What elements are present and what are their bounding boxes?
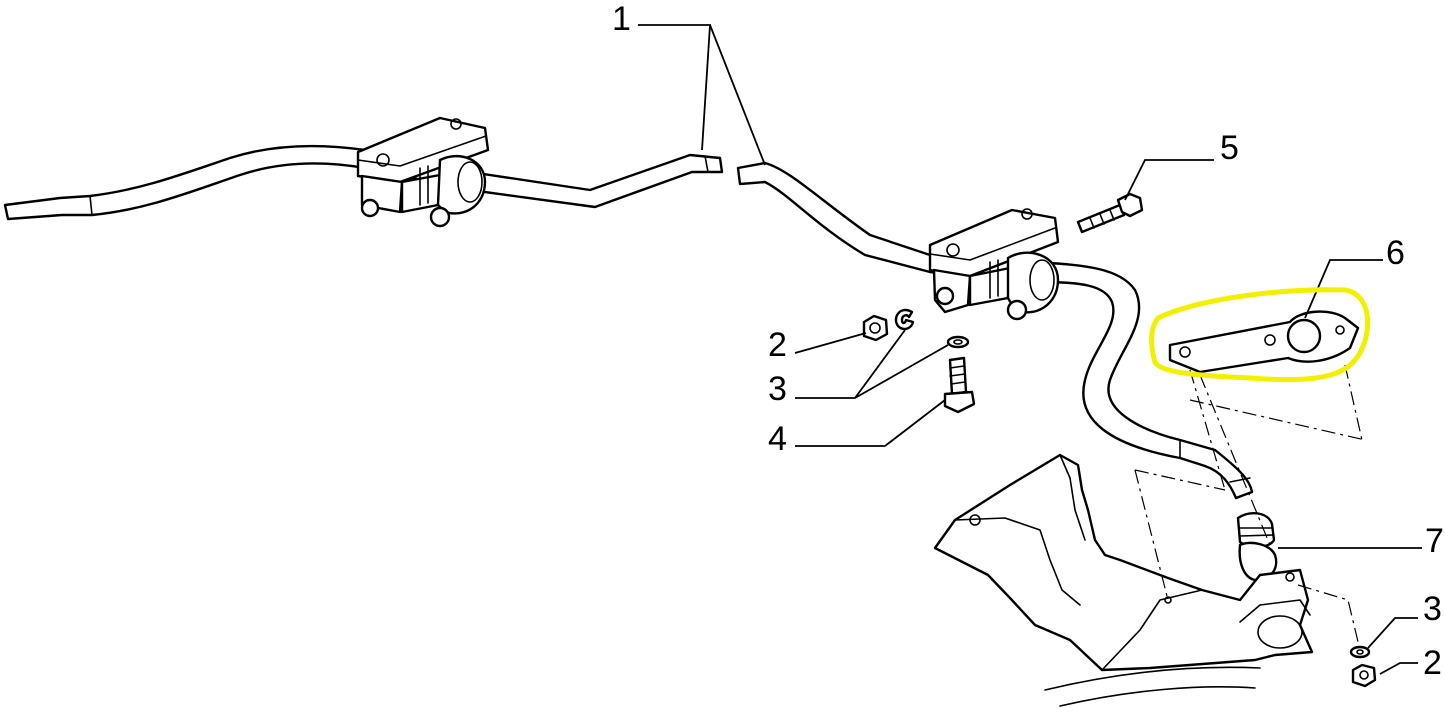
callout-6: 6 (1386, 234, 1405, 272)
callout-2-lower: 2 (1423, 644, 1442, 682)
vehicle-body-structure (933, 453, 1314, 707)
assembly-lines (1134, 364, 1366, 651)
nut-part-2-lower (1351, 663, 1377, 688)
bushing-part-7 (1236, 512, 1278, 582)
left-bushing-bracket (356, 116, 490, 228)
callout-1: 1 (612, 0, 631, 38)
washer-part-3 (946, 335, 970, 349)
washer-part-3-lower (1349, 645, 1371, 659)
callout-3-lower: 3 (1423, 590, 1442, 628)
callout-2-upper: 2 (768, 326, 787, 364)
callout-4: 4 (768, 420, 787, 458)
callout-5: 5 (1220, 129, 1239, 167)
mounting-plate-part-6 (1168, 310, 1360, 374)
callout-7: 7 (1425, 522, 1444, 560)
nut-part-2 (862, 314, 889, 342)
highlight-outline (1149, 287, 1371, 383)
bolt-part-5 (1076, 192, 1144, 234)
callout-3-upper: 3 (768, 370, 787, 408)
stabilizer-bar-right-section (736, 161, 1254, 500)
leader-lines (638, 24, 1422, 675)
right-bushing-bracket (928, 208, 1060, 321)
bolt-part-4 (943, 356, 976, 414)
clip-part-3 (894, 308, 915, 331)
stabilizer-bar (3, 144, 1254, 500)
